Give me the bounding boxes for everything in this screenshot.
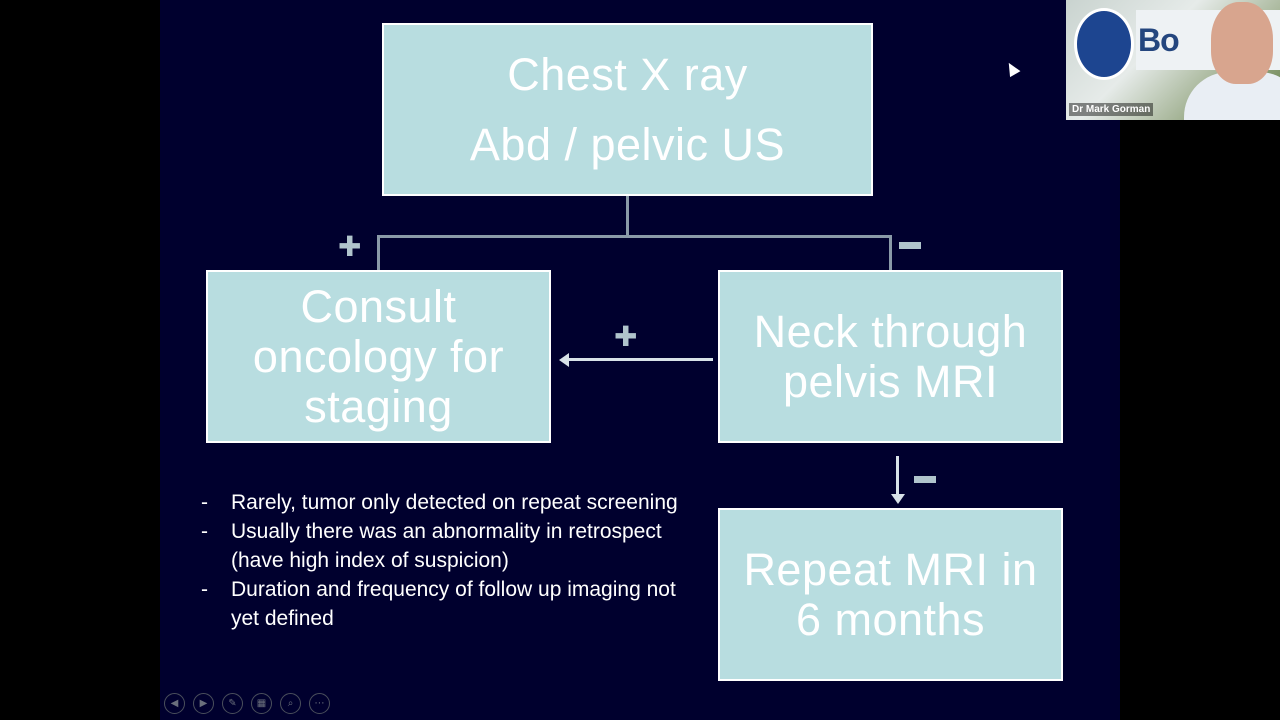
- bullet-item: Duration and frequency of follow up imag…: [200, 575, 680, 633]
- background-sign-text: Bo: [1138, 22, 1180, 58]
- plus-sign-left-branch: ✚: [338, 230, 362, 263]
- connector-left-down: [377, 235, 380, 271]
- notes-bullet-list: Rarely, tumor only detected on repeat sc…: [200, 488, 680, 633]
- arrow-mri-to-repeat-shaft: [896, 456, 899, 496]
- box-mri-line-1: Neck through: [753, 305, 1028, 357]
- more-options-icon[interactable]: ⋯: [309, 693, 330, 714]
- connector-horizontal-branch: [377, 235, 892, 238]
- bullet-item: Usually there was an abnormality in retr…: [200, 517, 680, 575]
- pen-icon[interactable]: ✎: [222, 693, 243, 714]
- arrow-mri-to-repeat-head: [891, 494, 905, 504]
- minus-sign-mri-to-repeat: [914, 476, 936, 483]
- box-repeat-line-1: Repeat MRI in: [743, 543, 1038, 595]
- participant-video-tile[interactable]: Bo Dr Mark Gorman: [1066, 0, 1280, 120]
- box-mri-line-2: pelvis MRI: [782, 355, 999, 407]
- connector-top-down: [626, 196, 629, 236]
- minus-sign-right-branch: [899, 242, 921, 249]
- box-consult-line-2: oncology for: [252, 330, 505, 382]
- box-consult-line-1: Consult: [300, 280, 457, 332]
- slide-controls-toolbar: ◀ ▶ ✎ ▦ ⌕ ⋯: [164, 693, 330, 714]
- next-slide-icon[interactable]: ▶: [193, 693, 214, 714]
- arrow-mri-to-consult-head: [559, 353, 569, 367]
- slide-grid-icon[interactable]: ▦: [251, 693, 272, 714]
- box-repeat-line-2: 6 months: [795, 593, 986, 645]
- box-repeat-mri: Repeat MRI in 6 months: [718, 508, 1063, 681]
- previous-slide-icon[interactable]: ◀: [164, 693, 185, 714]
- plus-sign-mri-to-consult: ✚: [614, 320, 638, 353]
- box-neck-pelvis-mri: Neck through pelvis MRI: [718, 270, 1063, 443]
- box-top-line-1: Chest X ray: [507, 48, 748, 100]
- arrow-mri-to-consult-shaft: [566, 358, 713, 361]
- box-top-line-2: Abd / pelvic US: [469, 118, 786, 170]
- box-consult-line-3: staging: [304, 380, 453, 432]
- box-chest-xray-abd-us: Chest X ray Abd / pelvic US: [382, 23, 873, 196]
- hospital-logo-icon: [1074, 8, 1134, 80]
- participant-name-label: Dr Mark Gorman: [1069, 103, 1154, 116]
- box-consult-oncology: Consult oncology for staging: [206, 270, 551, 443]
- bullet-item: Rarely, tumor only detected on repeat sc…: [200, 488, 680, 517]
- zoom-icon[interactable]: ⌕: [280, 693, 301, 714]
- participant-head: [1211, 2, 1273, 84]
- connector-right-down: [889, 235, 892, 271]
